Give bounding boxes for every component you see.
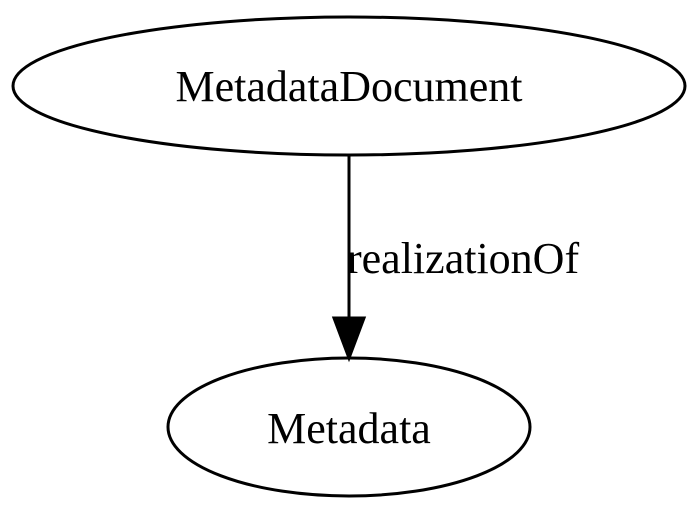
arrowhead-icon: [331, 316, 367, 363]
node-label: MetadataDocument: [176, 62, 523, 111]
edge-label: realizationOf: [347, 234, 579, 283]
node-ellipse: [166, 356, 532, 498]
node-metadata-document[interactable]: MetadataDocument: [11, 15, 687, 157]
node-metadata[interactable]: Metadata: [166, 356, 532, 498]
node-label: Metadata: [267, 404, 431, 453]
edge-realization-of[interactable]: realizationOf: [331, 155, 579, 363]
